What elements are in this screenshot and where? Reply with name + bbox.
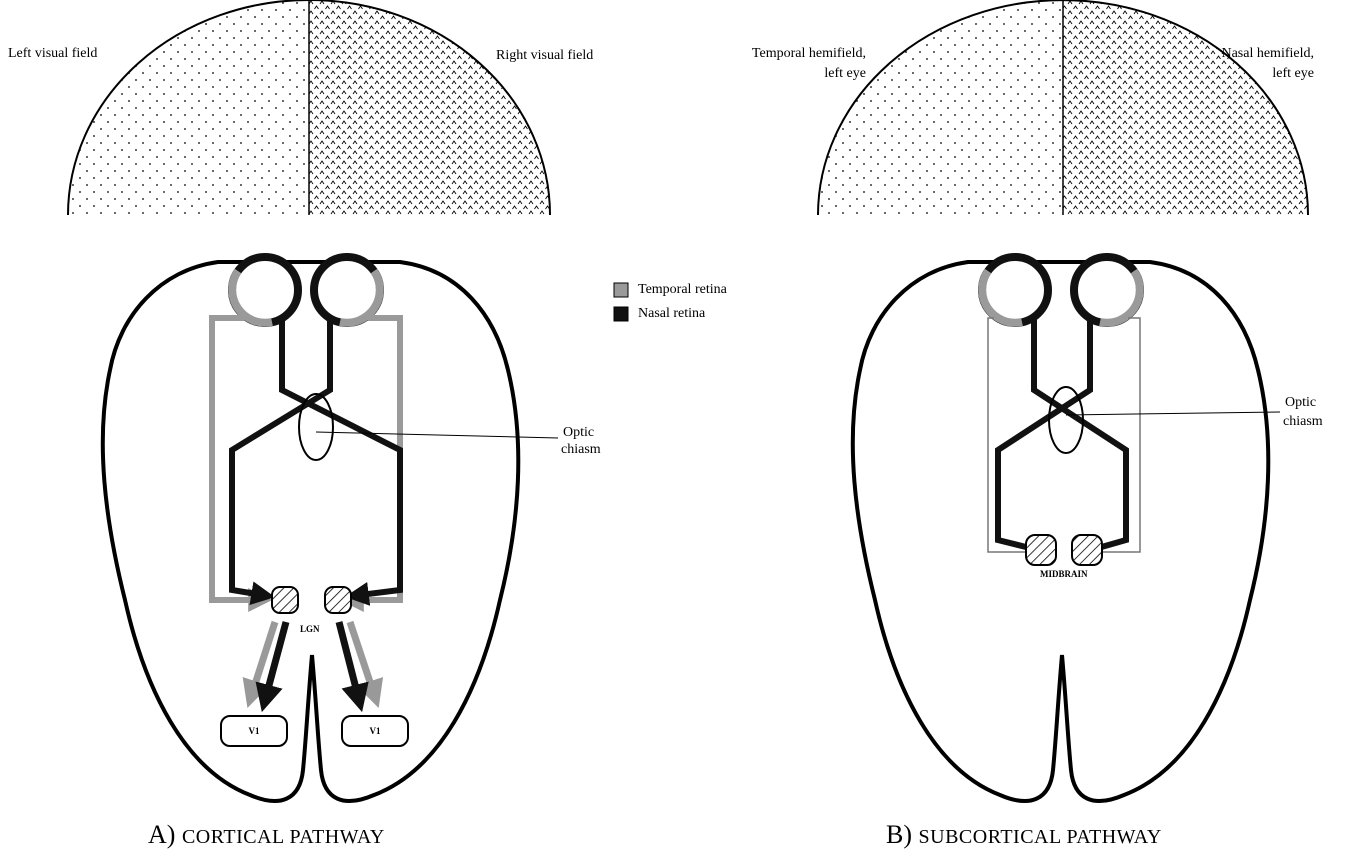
panel-a	[68, 0, 558, 801]
caption-a-letter: A)	[148, 820, 175, 849]
nasal-pathway-left-b	[1034, 320, 1126, 548]
v1-left-label: V1	[221, 726, 287, 736]
nasal-hemifield-label-line1: Nasal hemifield,	[1200, 45, 1314, 63]
caption-b: B) SUBCORTICAL PATHWAY	[886, 820, 1162, 852]
temporal-pathway-right-a	[347, 318, 400, 600]
optic-chiasm-pointer-a	[316, 432, 558, 438]
legend-temporal-label: Temporal retina	[638, 281, 727, 299]
lgn-left	[272, 587, 298, 613]
optic-chiasm-label-b-line2: chiasm	[1283, 413, 1323, 431]
v1-right-label: V1	[342, 726, 408, 736]
optic-chiasm-pointer-b	[1066, 412, 1280, 415]
right-eye-b	[1074, 257, 1140, 323]
legend-swatch-temporal	[614, 283, 628, 297]
left-visual-field-region	[68, 0, 309, 215]
legend-nasal-label: Nasal retina	[638, 305, 705, 323]
optic-chiasm-label-b-line1: Optic	[1285, 394, 1316, 412]
brain-outline-b	[853, 262, 1269, 801]
legend-swatch-nasal	[614, 307, 628, 321]
brain-outline-a	[103, 262, 519, 801]
left-eye-b	[982, 257, 1048, 323]
temporal-pathway-left-a	[212, 318, 265, 600]
right-visual-field-label: Right visual field	[496, 47, 593, 65]
left-eye-a	[232, 257, 298, 323]
visual-field-a	[68, 0, 550, 215]
lgn-to-v1-left-black	[264, 622, 286, 704]
optic-chiasm-label-a-line1: Optic	[563, 424, 594, 442]
nasal-hemifield-label-line2: left eye	[1200, 65, 1314, 83]
midbrain-label: MIDBRAIN	[1040, 569, 1088, 579]
right-eye-a	[314, 257, 380, 323]
visual-field-b	[818, 0, 1308, 215]
panel-b	[818, 0, 1308, 801]
lgn-right	[325, 587, 351, 613]
optic-chiasm-label-a-line2: chiasm	[561, 441, 601, 459]
lgn-label: LGN	[300, 624, 320, 634]
temporal-hemifield-label-line1: Temporal hemifield,	[748, 45, 866, 63]
nasal-pathway-left-a	[282, 320, 400, 596]
temporal-hemifield-label-line2: left eye	[748, 65, 866, 83]
temporal-hemifield-region	[818, 0, 1063, 215]
caption-b-letter: B)	[886, 820, 912, 849]
caption-a-text: CORTICAL PATHWAY	[182, 826, 385, 848]
caption-a: A) CORTICAL PATHWAY	[148, 820, 385, 852]
nasal-hemifield-region	[1063, 0, 1308, 215]
midbrain-left	[1026, 535, 1056, 565]
right-visual-field-region	[309, 0, 550, 215]
optic-chiasm-a	[299, 394, 333, 460]
midbrain-right	[1072, 535, 1102, 565]
left-visual-field-label: Left visual field	[8, 45, 97, 63]
caption-b-text: SUBCORTICAL PATHWAY	[919, 826, 1162, 848]
nasal-pathway-right-b	[998, 320, 1090, 548]
